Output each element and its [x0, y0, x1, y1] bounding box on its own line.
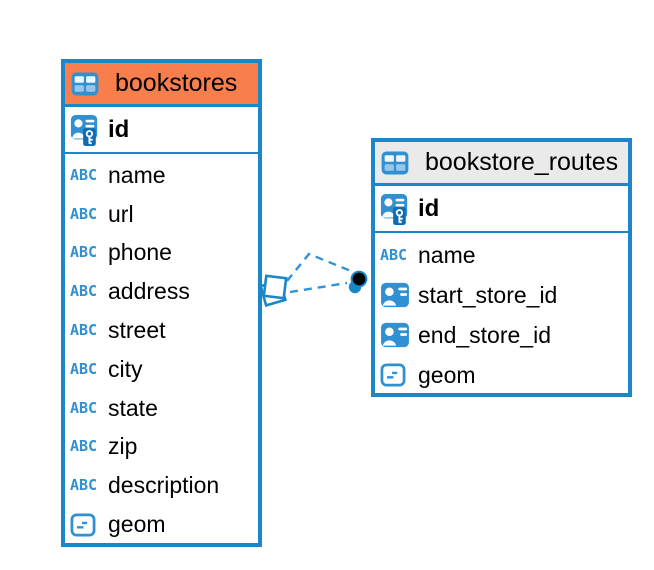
- column-row-start_store_id[interactable]: start_store_id: [375, 275, 628, 315]
- primary-key-icon: [380, 192, 418, 226]
- table-icon: [71, 71, 107, 96]
- many-endpoint-icon: [259, 274, 288, 307]
- table-name: bookstore_routes: [425, 148, 619, 176]
- text-icon: ABC: [70, 243, 98, 262]
- relationship-lines[interactable]: [286, 252, 352, 294]
- text-icon: ABC: [70, 398, 98, 417]
- column-row-url[interactable]: ABC url: [65, 195, 258, 234]
- column-row-state[interactable]: ABC state: [65, 389, 258, 428]
- table-header[interactable]: bookstores: [65, 63, 258, 107]
- column-row-city[interactable]: ABC city: [65, 350, 258, 389]
- table-bookstore-routes[interactable]: bookstore_routes id ABC name start_store_i…: [371, 138, 632, 397]
- column-name: phone: [108, 239, 172, 266]
- column-row-name[interactable]: ABC name: [65, 156, 258, 195]
- foreign-key-icon: [380, 282, 418, 308]
- text-icon: ABC: [70, 476, 98, 495]
- column-row-geom[interactable]: geom: [65, 505, 258, 544]
- column-name: id: [418, 194, 440, 222]
- column-row-street[interactable]: ABC street: [65, 311, 258, 350]
- column-row-geom[interactable]: geom: [375, 355, 628, 395]
- column-row-phone[interactable]: ABC phone: [65, 234, 258, 273]
- column-row-name[interactable]: ABC name: [375, 235, 628, 275]
- table-name: bookstores: [115, 69, 238, 97]
- column-name: address: [108, 278, 190, 305]
- one-endpoint-icon: [348, 270, 368, 294]
- text-icon: ABC: [70, 282, 98, 301]
- column-row-zip[interactable]: ABC zip: [65, 428, 258, 467]
- text-icon: ABC: [70, 204, 98, 223]
- column-name: geom: [418, 361, 476, 388]
- geometry-icon: [70, 513, 108, 537]
- column-name: street: [108, 317, 166, 344]
- column-name: state: [108, 394, 158, 421]
- table-icon: [381, 150, 417, 175]
- column-name: start_store_id: [418, 281, 558, 308]
- column-name: url: [108, 200, 134, 227]
- column-row-id[interactable]: id: [65, 107, 258, 154]
- column-row-end_store_id[interactable]: end_store_id: [375, 315, 628, 355]
- column-name: end_store_id: [418, 321, 551, 348]
- text-icon: ABC: [70, 437, 98, 456]
- foreign-key-icon: [380, 322, 418, 348]
- text-icon: ABC: [70, 165, 98, 184]
- table-header[interactable]: bookstore_routes: [375, 142, 628, 186]
- text-icon: ABC: [70, 321, 98, 340]
- column-row-description[interactable]: ABC description: [65, 466, 258, 505]
- column-name: geom: [108, 511, 166, 538]
- column-name: description: [108, 472, 220, 499]
- column-name: name: [418, 241, 476, 268]
- column-name: id: [108, 115, 130, 143]
- relationship-line-2[interactable]: [289, 281, 348, 294]
- geometry-icon: [380, 363, 418, 387]
- column-row-address[interactable]: ABC address: [65, 272, 258, 311]
- column-name: city: [108, 355, 143, 382]
- text-icon: ABC: [70, 359, 98, 378]
- column-row-id[interactable]: id: [375, 186, 628, 233]
- column-name: zip: [108, 433, 138, 460]
- primary-key-icon: [70, 113, 108, 147]
- column-name: name: [108, 161, 166, 188]
- relationship-line-1[interactable]: [286, 252, 352, 282]
- text-icon: ABC: [380, 245, 408, 264]
